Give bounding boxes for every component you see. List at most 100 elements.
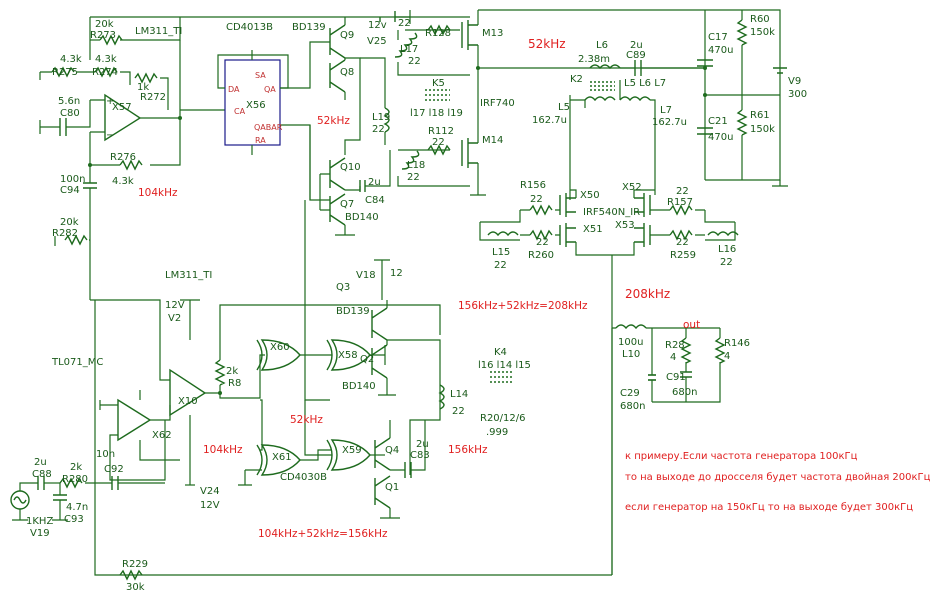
- r274-resistor: [94, 66, 118, 78]
- k5-coils: l17 l18 l19: [410, 108, 463, 119]
- m14-mosfet: [461, 138, 478, 168]
- r272-resistor: [134, 72, 158, 84]
- v25-value: 12v: [368, 20, 387, 31]
- l10-inductor: [615, 324, 647, 330]
- l18-inductor: [401, 150, 420, 170]
- v24-label: V24: [200, 486, 220, 497]
- c92-label: C92: [104, 464, 124, 475]
- freq-104khz-top: 104kHz: [138, 187, 178, 199]
- c94-value: 100n: [60, 174, 85, 185]
- x10-comparator: [169, 368, 207, 417]
- x58-xor-gate: [330, 339, 371, 371]
- out-label: out: [683, 319, 700, 331]
- m13-mosfet: [461, 20, 478, 50]
- pin-qabar: QABAR: [254, 123, 283, 132]
- m14-label: M14: [482, 135, 503, 146]
- v9-value: 300: [788, 89, 807, 100]
- note-line-1: к примеру.Если частота генератора 100кГц: [625, 451, 858, 462]
- q1-transistor: [374, 475, 391, 509]
- x62-label: X62: [152, 430, 172, 441]
- v2-label: V2: [168, 313, 181, 324]
- c89-label: C89: [626, 50, 646, 61]
- r280-value: 2k: [70, 462, 82, 473]
- c93-label: C93: [64, 514, 84, 525]
- r275-resistor: [51, 66, 75, 78]
- l16-value: 22: [720, 257, 733, 268]
- r156-resistor: [529, 204, 553, 216]
- x50-label: X50: [580, 190, 600, 201]
- r28-value: 4: [670, 352, 676, 363]
- x56-label: X56: [246, 100, 266, 111]
- c92-value: 10n: [96, 449, 115, 460]
- c21-capacitor: [697, 127, 713, 135]
- r156-label: R156: [520, 180, 546, 191]
- r20-label: R20/12/6: [480, 413, 526, 424]
- r20-value: .999: [486, 427, 508, 438]
- x62-opamp: [117, 398, 152, 442]
- bd139-top-label: BD139: [292, 22, 326, 33]
- l15-label: L15: [492, 247, 510, 258]
- c80-value: 5.6n: [58, 96, 80, 107]
- r60-resistor: [736, 19, 748, 46]
- r280-resistor: [59, 477, 83, 489]
- v9-source: [773, 67, 787, 74]
- x51-label: X51: [583, 224, 603, 235]
- l14-inductor: [438, 384, 445, 410]
- r28-label: R28: [665, 340, 685, 351]
- m13-label: M13: [482, 28, 503, 39]
- r8-resistor: [214, 359, 226, 386]
- r112-label: R112: [428, 126, 454, 137]
- c29-capacitor: [648, 374, 656, 381]
- r146-value: 4: [724, 351, 730, 362]
- note-line-2: то на выходе до дросселя будет частота д…: [625, 472, 930, 483]
- x58-label: X58: [338, 350, 358, 361]
- r259-label: R259: [670, 250, 696, 261]
- r60-label: R60: [750, 14, 770, 25]
- q7-transistor: [329, 193, 346, 226]
- freq-52khz-top: 52kHz: [528, 37, 566, 51]
- pin-ra: RA: [255, 136, 266, 145]
- r229-label: R229: [122, 559, 148, 570]
- c93-value: 4.7n: [66, 502, 88, 513]
- k2-core: [590, 81, 615, 91]
- r112-value: 22: [432, 137, 445, 148]
- cd4030-label: CD4030B: [280, 472, 327, 483]
- r273-label: R273: [90, 30, 116, 41]
- v24-value: 12V: [200, 500, 220, 511]
- c21-label: C21: [708, 116, 728, 127]
- l14-value: 22: [452, 406, 465, 417]
- r259-value: 22: [676, 237, 689, 248]
- lm311-mid-label: LM311_TI: [165, 270, 212, 281]
- r274-label: R274: [92, 67, 118, 78]
- r61-value: 150k: [750, 124, 775, 135]
- freq-52khz-mid: 52kHz: [317, 115, 350, 127]
- l19-inductor: [383, 107, 390, 133]
- v2-value: 12V: [165, 300, 185, 311]
- r282-resistor: [64, 234, 88, 246]
- x10-label: X10: [178, 396, 198, 407]
- k4-label: K4: [494, 347, 507, 358]
- r274-value: 4.3k: [95, 54, 117, 65]
- r61-label: R61: [750, 110, 770, 121]
- l6-label: L6: [596, 40, 608, 51]
- q2-label: Q2: [360, 354, 374, 365]
- l16-inductor: [707, 231, 739, 237]
- r272-value: 1k: [137, 82, 149, 93]
- q4-label: Q4: [385, 445, 399, 456]
- c84-capacitor: [359, 180, 366, 192]
- x52-mosfet: [634, 193, 651, 217]
- k4-core: [490, 371, 512, 383]
- q1-label: Q1: [385, 482, 399, 493]
- irf540-label: IRF540N_IR: [583, 207, 640, 218]
- v18-value: 12: [390, 268, 403, 279]
- l10-label: L10: [622, 349, 640, 360]
- l10-value: 100u: [618, 337, 643, 348]
- l19-value: 22: [372, 124, 385, 135]
- l19-label: L19: [372, 112, 390, 123]
- r260-value: 22: [536, 237, 549, 248]
- l6-inductor: [589, 64, 621, 70]
- r60-value: 150k: [750, 27, 775, 38]
- x57-opamp: [104, 93, 142, 142]
- r276-resistor: [119, 159, 143, 171]
- c80-label: C80: [60, 108, 80, 119]
